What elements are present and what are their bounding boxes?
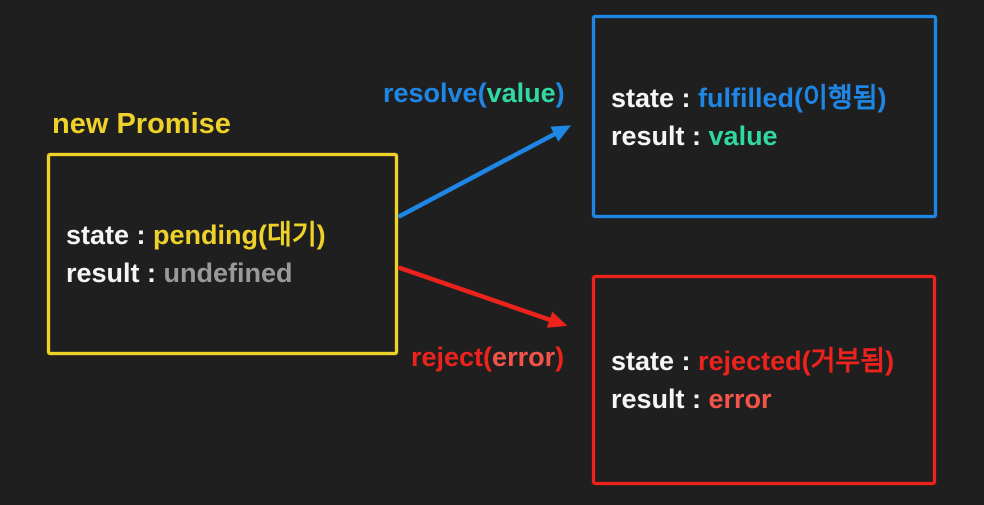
resolve-suffix: )	[555, 78, 565, 108]
resolve-arrow	[397, 125, 572, 219]
fulfilled-state-line: state : fulfilled(이행됨)	[611, 79, 934, 117]
rejected-state-value: rejected(거부됨)	[698, 346, 895, 376]
resolve-arrow-label: resolve(value)	[383, 78, 565, 109]
result-label: result :	[66, 258, 164, 288]
pending-result-value: undefined	[163, 258, 293, 288]
rejected-result-value: error	[708, 384, 772, 414]
rejected-state-line: state : rejected(거부됨)	[611, 342, 933, 380]
state-label: state :	[611, 346, 699, 376]
state-label: state :	[611, 82, 699, 113]
result-label: result :	[611, 384, 709, 414]
rejected-result-line: result : error	[611, 380, 933, 418]
reject-prefix: reject(	[411, 342, 493, 372]
pending-state-line: state : pending(대기)	[66, 216, 395, 254]
pending-result-line: result : undefined	[66, 254, 395, 292]
fulfilled-result-line: result : value	[611, 117, 934, 155]
resolve-arg: value	[486, 78, 556, 108]
rejected-box: state : rejected(거부됨) result : error	[592, 275, 936, 485]
fulfilled-state-value: fulfilled(이행됨)	[698, 82, 887, 113]
pending-state-value: pending(대기)	[153, 220, 326, 250]
pending-box: state : pending(대기) result : undefined	[47, 153, 398, 355]
result-label: result :	[611, 120, 709, 151]
reject-arrow	[397, 265, 568, 328]
state-label: state :	[66, 220, 154, 250]
fulfilled-box: state : fulfilled(이행됨) result : value	[592, 15, 937, 218]
reject-suffix: )	[555, 342, 565, 372]
reject-arg: error	[492, 342, 556, 372]
new-promise-title: new Promise	[52, 108, 231, 140]
resolve-prefix: resolve(	[383, 78, 487, 108]
fulfilled-result-value: value	[708, 120, 778, 151]
reject-arrow-label: reject(error)	[411, 342, 564, 373]
